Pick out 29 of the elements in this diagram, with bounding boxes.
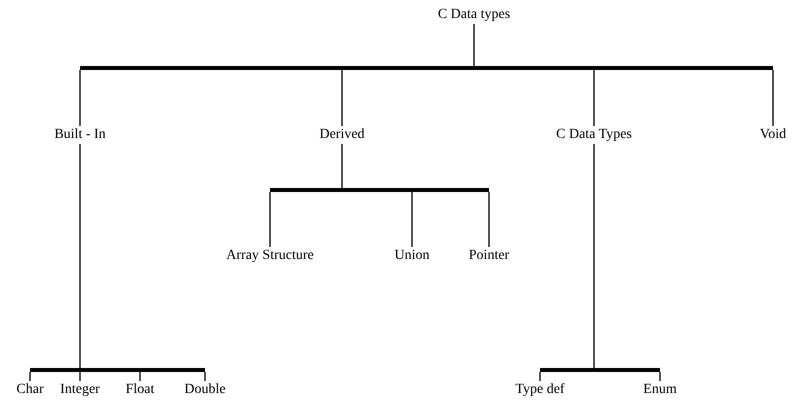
connector-line (772, 70, 774, 126)
connector-line (593, 144, 595, 368)
node-label: Float (124, 381, 156, 399)
node-label: Derived (317, 126, 367, 144)
connector-line (473, 24, 475, 66)
node-label: Enum (641, 381, 679, 399)
bus-bar (80, 66, 773, 70)
node-label: Integer (58, 381, 102, 399)
node-label: Built - In (52, 126, 108, 144)
node-label: Pointer (466, 247, 512, 265)
connector-line (488, 192, 490, 247)
bus-bar (540, 368, 660, 372)
node-label: Double (182, 381, 228, 399)
connector-line (411, 192, 413, 247)
connector-line (593, 70, 595, 126)
connector-line (341, 70, 343, 126)
node-label: C Data types (436, 6, 512, 24)
connector-line (79, 70, 81, 126)
connector-line (341, 144, 343, 188)
bus-bar (270, 188, 489, 192)
node-label: C Data Types (554, 126, 634, 144)
connector-line (79, 144, 81, 368)
node-label: Char (14, 381, 46, 399)
connector-line (269, 192, 271, 247)
node-label: Array Structure (224, 247, 316, 265)
bus-bar (30, 368, 205, 372)
node-label: Type def (513, 381, 567, 399)
node-label: Void (758, 126, 788, 144)
node-label: Union (392, 247, 432, 265)
